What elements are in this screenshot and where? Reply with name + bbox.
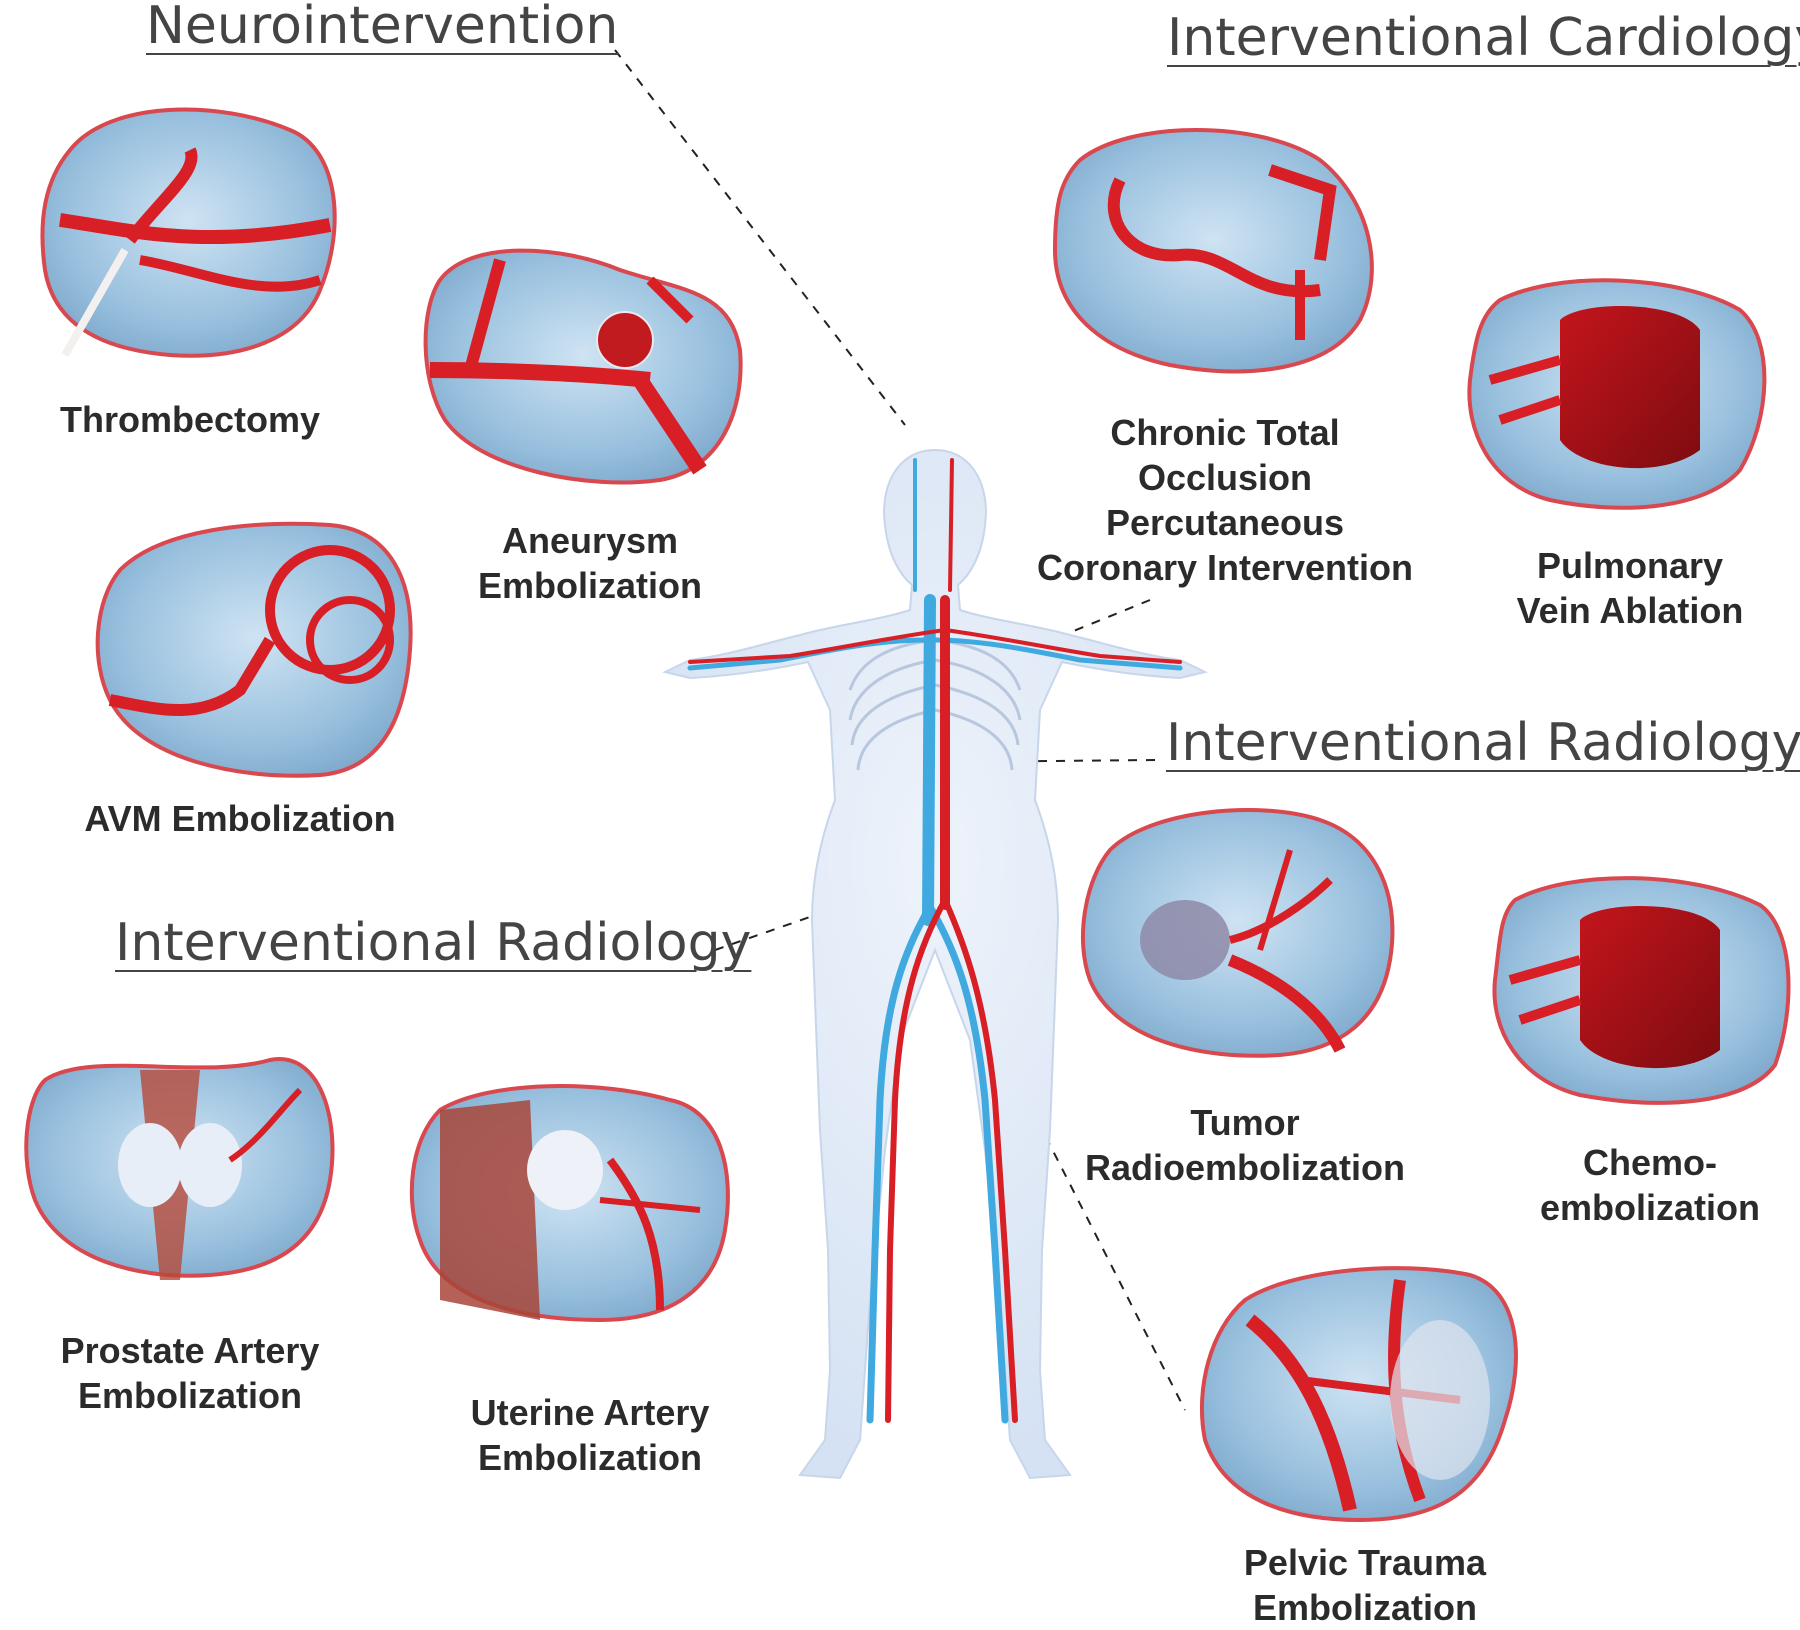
label-pulmonary-line-1: Pulmonary	[1536, 545, 1724, 586]
heading-interventional-radiology-right: Interventional Radiology	[1166, 713, 1800, 773]
human-body-figure	[662, 448, 1208, 1480]
label-aneurysm-line-2: Embolization	[478, 565, 702, 606]
vignette-tumor	[1080, 808, 1395, 1058]
vignette-pulmonary	[1467, 278, 1767, 510]
label-tumor-line-2: Radioembolization	[1084, 1147, 1405, 1188]
vignette-pelvic	[1200, 1266, 1518, 1523]
label-avm-line-1: AVM Embolization	[84, 798, 396, 839]
label-chemoembolization: Chemo- embolization	[1500, 1140, 1800, 1230]
label-cto-pci: Chronic Total Occlusion Percutaneous Cor…	[1030, 410, 1420, 590]
label-cto-line-4: Coronary Intervention	[1036, 547, 1414, 588]
label-cto-line-2: Occlusion	[1137, 457, 1313, 498]
arterial-system	[688, 458, 1182, 1423]
vignette-uterine	[409, 1084, 730, 1323]
label-prostate-line-2: Embolization	[78, 1375, 302, 1416]
label-cto-line-1: Chronic Total	[1110, 412, 1340, 453]
label-avm-embolization: AVM Embolization	[60, 796, 420, 841]
label-prostate-artery-embolization: Prostate Artery Embolization	[40, 1328, 340, 1418]
label-aneurysm-line-1: Aneurysm	[501, 520, 679, 561]
label-tumor-radioembolization: Tumor Radioembolization	[1080, 1100, 1410, 1190]
label-cto-line-3: Percutaneous	[1105, 502, 1345, 543]
vignette-aneurysm	[423, 248, 743, 485]
vignette-avm	[95, 521, 413, 778]
vignette-thrombectomy	[40, 107, 337, 358]
leader-neuro	[614, 49, 906, 426]
label-chemo-line-1: Chemo-	[1583, 1142, 1717, 1183]
label-uterine-line-2: Embolization	[478, 1437, 702, 1478]
label-pulmonary-line-2: Vein Ablation	[1516, 590, 1744, 631]
label-thrombectomy: Thrombectomy	[40, 397, 340, 442]
label-uterine-artery-embolization: Uterine Artery Embolization	[440, 1390, 740, 1480]
heading-neurointervention: Neurointervention	[146, 0, 619, 56]
label-pelvic-line-1: Pelvic Trauma	[1243, 1542, 1487, 1583]
label-pelvic-line-2: Embolization	[1253, 1587, 1477, 1628]
vignette-prostate	[24, 1057, 335, 1280]
venous-system	[687, 458, 1183, 1424]
label-pelvic-trauma-embolization: Pelvic Trauma Embolization	[1215, 1540, 1515, 1630]
vignette-cto	[1052, 128, 1374, 374]
vignette-chemo	[1492, 876, 1791, 1105]
label-chemo-line-2: embolization	[1539, 1187, 1760, 1228]
heading-interventional-cardiology: Interventional Cardiology	[1167, 8, 1800, 68]
label-thrombectomy-line-1: Thrombectomy	[59, 399, 321, 440]
label-pulmonary-vein-ablation: Pulmonary Vein Ablation	[1480, 543, 1780, 633]
label-aneurysm-embolization: Aneurysm Embolization	[440, 518, 740, 608]
label-uterine-line-1: Uterine Artery	[470, 1392, 710, 1433]
label-prostate-line-1: Prostate Artery	[60, 1330, 320, 1371]
heading-interventional-radiology-left: Interventional Radiology	[115, 913, 752, 973]
label-tumor-line-1: Tumor	[1190, 1102, 1300, 1143]
